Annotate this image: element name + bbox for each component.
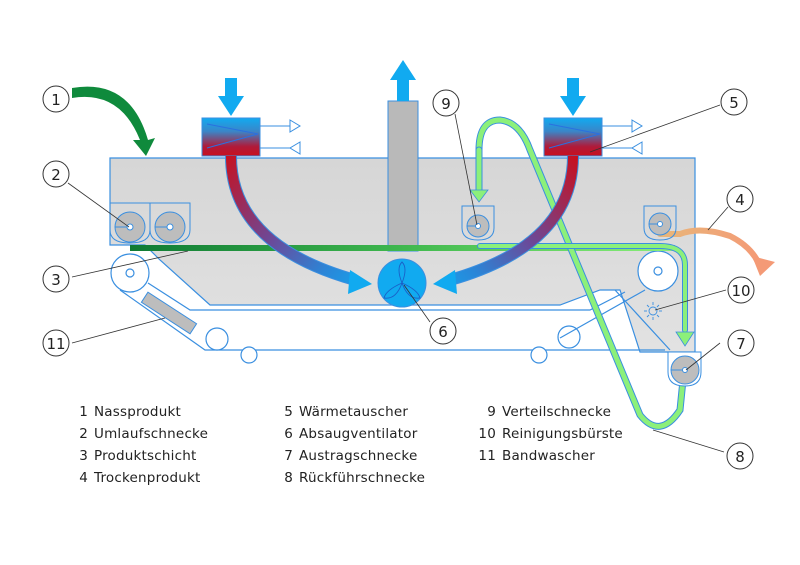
svg-text:11: 11 [46, 335, 65, 353]
return-screw-loop [475, 116, 688, 430]
svg-text:10: 10 [731, 282, 750, 300]
exhaust-arrow-icon [390, 60, 416, 101]
callout-2: 2 [42, 160, 70, 188]
callout-8: 8 [726, 442, 754, 470]
callout-9: 9 [432, 89, 460, 117]
discharge-screw [667, 351, 702, 387]
svg-text:8: 8 [735, 448, 745, 466]
svg-text:7: 7 [736, 335, 746, 353]
svg-text:5: 5 [729, 94, 739, 112]
circulation-screws [109, 202, 191, 244]
svg-text:6: 6 [438, 323, 448, 341]
svg-text:1: 1 [51, 91, 61, 109]
dry-product-flow [657, 227, 761, 265]
band-washer [140, 291, 198, 335]
heat-exchanger-right [543, 78, 643, 157]
discharge-arrow-icon [675, 331, 695, 347]
callout-3: 3 [42, 265, 70, 293]
callout-6: 6 [429, 317, 457, 345]
callout-4: 4 [726, 185, 754, 213]
outlet-screw [643, 205, 677, 241]
heat-exchanger-left [201, 78, 301, 157]
callout-leaders [67, 104, 729, 453]
distribution-arrow-icon [469, 189, 489, 203]
product-layer [130, 245, 675, 251]
svg-text:9: 9 [441, 95, 451, 113]
callout-11: 11 [42, 329, 70, 357]
svg-text:2: 2 [51, 166, 61, 184]
svg-text:3: 3 [51, 271, 61, 289]
callout-10: 10 [727, 276, 755, 304]
svg-text:4: 4 [735, 191, 745, 209]
wet-product-arrow [72, 86, 155, 156]
exhaust-stack [387, 100, 419, 252]
exhaust-fan [377, 258, 427, 308]
callout-5: 5 [720, 88, 748, 116]
cleaning-brush-icon [644, 302, 662, 320]
callout-1: 1 [42, 85, 70, 113]
conveyor-belt [110, 250, 679, 364]
callout-7: 7 [727, 329, 755, 357]
